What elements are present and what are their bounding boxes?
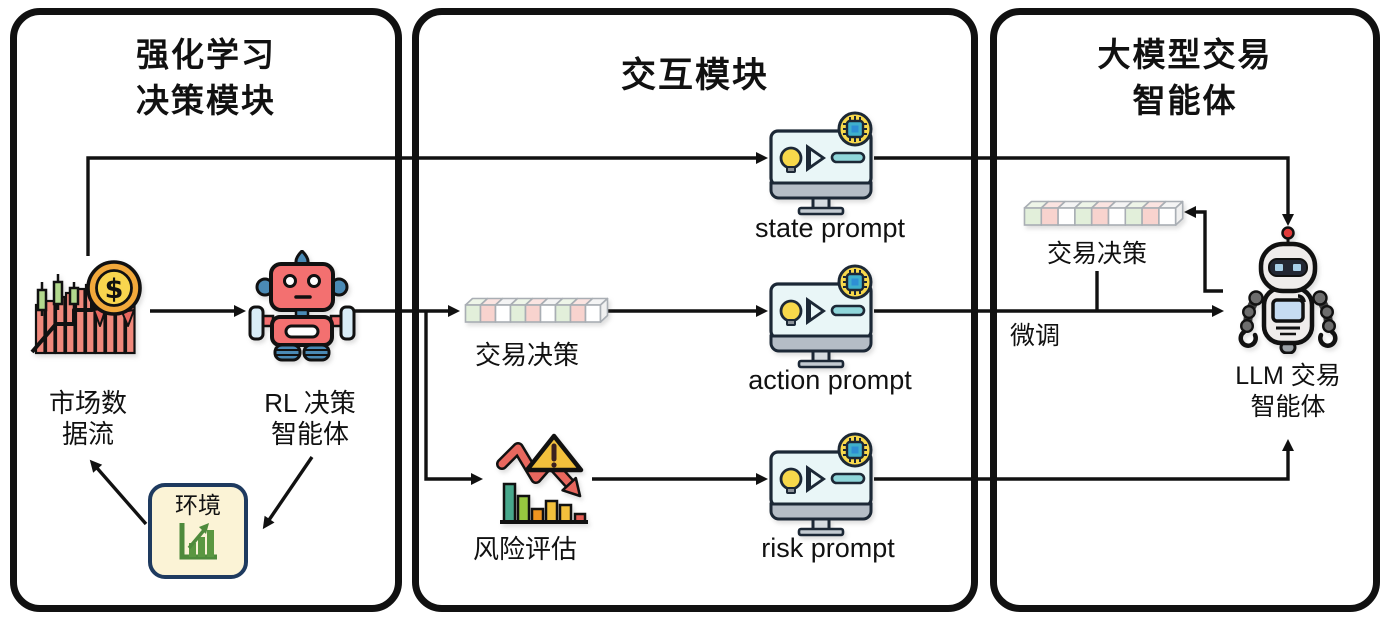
state-prompt-monitor-icon — [768, 111, 878, 217]
market-data-icon: $ — [28, 260, 146, 355]
trade-decision-label-right: 交易决策 — [1046, 240, 1148, 268]
rl-agent-label-line2: 智能体 — [270, 418, 349, 449]
finetune-label: 微调 — [1009, 322, 1061, 350]
rl-module-title: 强化学习 决策模块 — [136, 32, 276, 123]
interaction-module-title: 交互模块 — [620, 56, 770, 95]
risk-chart-icon — [496, 430, 591, 530]
rl-robot-icon — [248, 248, 356, 362]
environment-box: 环境 — [148, 483, 248, 579]
llm-panel-title-line1: 大模型交易 — [1097, 36, 1273, 73]
svg-text:$: $ — [105, 274, 124, 305]
action-prompt-label: action prompt — [748, 365, 912, 395]
decision-blocks-icon-middle — [464, 297, 610, 325]
rl-agent-label: RL 决策 智能体 — [264, 388, 356, 449]
decision-blocks-icon-right — [1023, 200, 1185, 228]
rl-agent-label-line1: RL 决策 — [264, 388, 356, 418]
risk-assessment-label: 风险评估 — [472, 534, 578, 564]
market-data-label: 市场数 据流 — [49, 388, 127, 449]
llm-agent-label-line1: LLM 交易 — [1235, 362, 1341, 390]
market-data-label-line1: 市场数 — [48, 388, 128, 418]
action-prompt-monitor-icon — [768, 264, 878, 370]
market-data-label-line2: 据流 — [61, 418, 115, 449]
risk-prompt-monitor-icon — [768, 432, 878, 538]
llm-robot-icon — [1236, 224, 1340, 355]
env-chart-icon — [179, 522, 217, 560]
state-prompt-label: state prompt — [754, 213, 906, 243]
rl-module-title-line2: 决策模块 — [136, 81, 276, 119]
llm-agent-label-line2: 智能体 — [1250, 393, 1326, 422]
environment-label: 环境 — [175, 492, 221, 518]
llm-panel-title: 大模型交易 智能体 — [1098, 32, 1273, 123]
llm-panel-title-line2: 智能体 — [1132, 81, 1238, 119]
llm-agent-label: LLM 交易 智能体 — [1235, 361, 1341, 424]
risk-prompt-label: risk prompt — [761, 533, 895, 563]
rl-module-title-line1: 强化学习 — [136, 36, 276, 73]
trade-decision-label-middle: 交易决策 — [474, 340, 580, 370]
